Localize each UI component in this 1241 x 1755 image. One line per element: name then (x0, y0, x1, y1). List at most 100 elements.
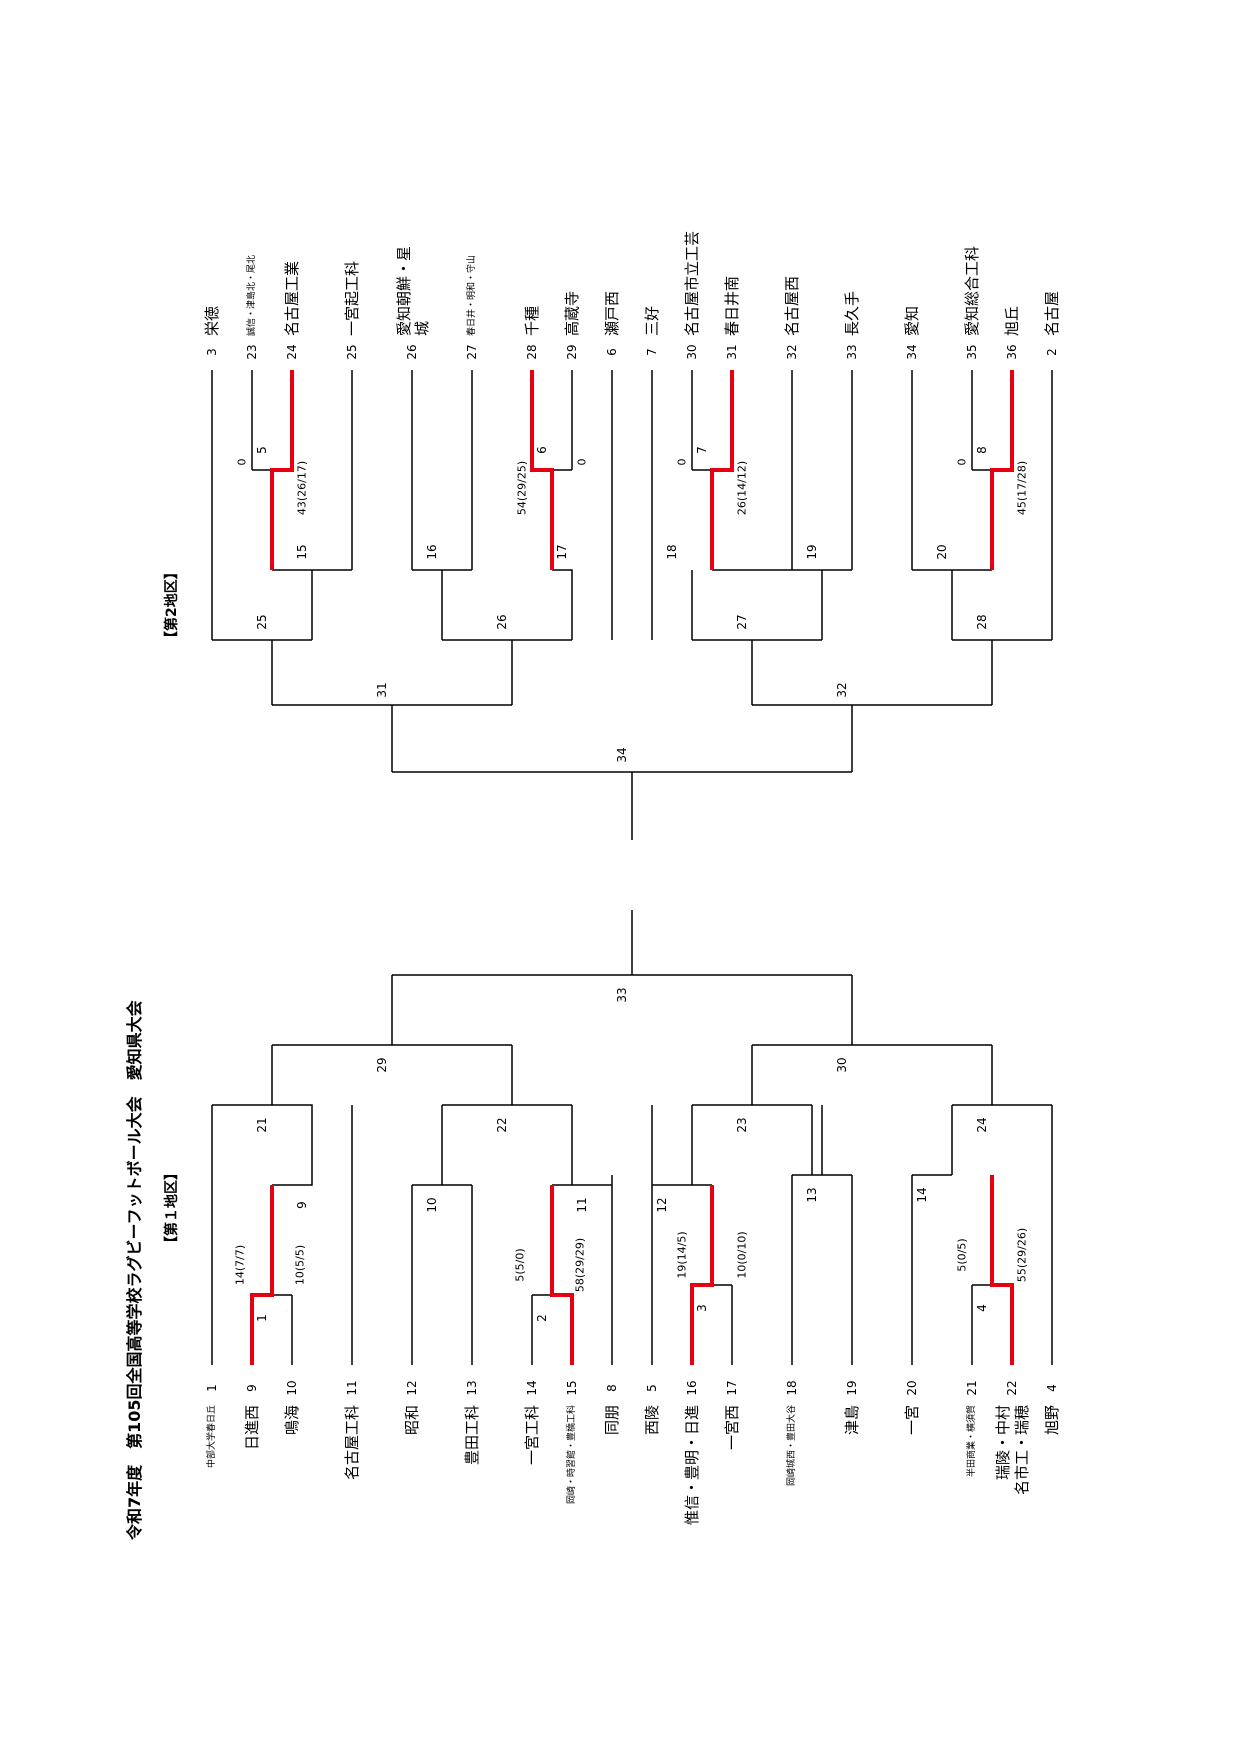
b2-seed-26: 26 (405, 344, 419, 359)
b1-seed-5: 5 (645, 1384, 659, 1392)
b2-team-23: 誠信・津島北・尾北 (245, 255, 257, 336)
b1-score-g2_bot: 58(29/29) (574, 1238, 587, 1292)
b1-g29 (272, 975, 512, 1046)
b1-game-9: 9 (295, 1201, 309, 1209)
b1-red-g1 (250, 1185, 274, 1365)
b2-game-28: 28 (975, 614, 989, 629)
b2-game-34: 34 (615, 747, 629, 762)
b1-g23 (691, 1045, 813, 1185)
b2-game-25: 25 (255, 614, 269, 629)
b2-g28 (952, 639, 1052, 705)
b2-score-g8_bot: 45(17/28) (1016, 461, 1029, 515)
b1-seed-19: 19 (845, 1380, 859, 1395)
b2-g25 (212, 639, 312, 705)
b1-g24 (951, 1045, 1052, 1175)
b2-game-18: 18 (665, 544, 679, 559)
b2-seed-29: 29 (565, 344, 579, 359)
b1-game-23: 23 (735, 1117, 749, 1132)
b1-seed-15: 15 (565, 1380, 579, 1395)
b2-g34 (392, 771, 852, 840)
b2-game-20: 20 (935, 544, 949, 559)
b1-game-3: 3 (695, 1304, 709, 1312)
b1-g21 (212, 1045, 313, 1175)
b1-team-17: 一宮西 (723, 1405, 741, 1450)
b2-score-g5_bot: 43(26/17) (296, 461, 309, 515)
b1-game-21: 21 (255, 1117, 269, 1132)
b2-score-g5_top: 0 (236, 459, 249, 466)
b2-team-30: 名古屋市立工芸 (683, 231, 701, 336)
b1-seed-9: 9 (245, 1384, 259, 1392)
b2-team-31: 春日井南 (723, 276, 741, 336)
b1-red-g2 (550, 1185, 574, 1365)
b2-red-g5 (270, 370, 294, 570)
tournament-title: 令和7年度 第105回全国高等学校ラグビーフットボール大会 愛知県大会 (125, 1000, 144, 1541)
block2-label: 【第2地区】 (163, 565, 180, 645)
b1-seed-11: 11 (345, 1380, 359, 1395)
b2-team-33: 長久手 (843, 291, 861, 336)
b1-seed-21: 21 (965, 1380, 979, 1395)
b1-team-9: 日進西 (243, 1405, 261, 1450)
b2-g17 (552, 569, 573, 640)
b1-team-5: 西陵 (643, 1405, 661, 1435)
b2-team-36: 旭丘 (1003, 306, 1021, 336)
b1-score-g2_top: 5(5/0) (514, 1248, 527, 1281)
b1-team-21: 半田商業・横須賀 (965, 1405, 977, 1477)
b1-team-22-line1: 瑞陵・中村 (994, 1405, 1012, 1480)
b1-game-24: 24 (975, 1117, 989, 1132)
b2-seed-34: 34 (905, 344, 919, 359)
b2-seed-36: 36 (1005, 344, 1019, 359)
b1-game-22: 22 (495, 1117, 509, 1132)
b2-g31 (272, 704, 512, 772)
b2-seed-32: 32 (785, 344, 799, 359)
b2-seed-25: 25 (345, 344, 359, 359)
b2-team-25: 一宮起工科 (343, 261, 361, 336)
b2-game-15: 15 (295, 544, 309, 559)
b2-score-g7_bot: 26(14/12) (736, 461, 749, 515)
b1-team-18: 岡崎城西・豊田大谷 (785, 1405, 797, 1486)
b2-red-g8 (990, 370, 1014, 570)
block1-bracket (211, 910, 1053, 1365)
block2-winners (270, 370, 1014, 570)
b1-team-19: 津島 (843, 1405, 861, 1435)
b1-team-16: 惟信・豊明・日進 (683, 1405, 701, 1525)
b1-game-13: 13 (805, 1187, 819, 1202)
b1-g9 (272, 1175, 313, 1186)
b2-red-g6 (530, 370, 554, 570)
b2-red-g7 (710, 370, 734, 570)
b1-team-22-line2: 名市工・瑞穂 (1013, 1405, 1031, 1495)
b2-team-27: 春日井・明和・守山 (465, 255, 477, 336)
b1-seed-12: 12 (405, 1380, 419, 1395)
b2-team-26-line2: 城 (413, 321, 431, 336)
b2-team-3: 栄徳 (203, 306, 221, 336)
b1-seed-8: 8 (605, 1384, 619, 1392)
b1-score-g1_top: 14(7/7) (234, 1245, 247, 1285)
b2-seed-35: 35 (965, 344, 979, 359)
b2-team-6: 瀬戸西 (603, 291, 621, 336)
b2-g16 (412, 569, 472, 640)
b2-game-16: 16 (425, 544, 439, 559)
b1-game-2: 2 (535, 1314, 549, 1322)
b1-red-g3 (690, 1185, 714, 1365)
b2-game-17: 17 (555, 544, 569, 559)
b1-g30 (752, 975, 992, 1046)
b2-team-26-line1: 愛知朝鮮・星 (395, 246, 413, 336)
b1-seed-14: 14 (525, 1380, 539, 1395)
b1-seed-18: 18 (785, 1380, 799, 1395)
b1-team-11: 名古屋工科 (343, 1405, 361, 1480)
b1-team-13: 豊田工科 (463, 1405, 481, 1465)
b1-seed-16: 16 (685, 1380, 699, 1395)
b1-team-15: 岡崎・時習館・豊橋工科 (565, 1405, 577, 1504)
b2-team-7: 三好 (643, 306, 661, 336)
b2-game-27: 27 (735, 614, 749, 629)
b2-game-32: 32 (835, 682, 849, 697)
bracket-labels: 1中部大学春日丘9日進西10鳴海11名古屋工科12昭和13豊田工科14一宮工科1… (203, 231, 1061, 1525)
b1-team-20: 一宮 (903, 1405, 921, 1435)
b2-g27 (692, 639, 822, 705)
b1-team-4: 旭野 (1043, 1405, 1061, 1435)
b2-team-34: 愛知 (903, 306, 921, 336)
b1-game-12: 12 (655, 1197, 669, 1212)
b1-score-g4_top: 5(0/5) (956, 1238, 969, 1271)
b1-game-4: 4 (975, 1304, 989, 1312)
